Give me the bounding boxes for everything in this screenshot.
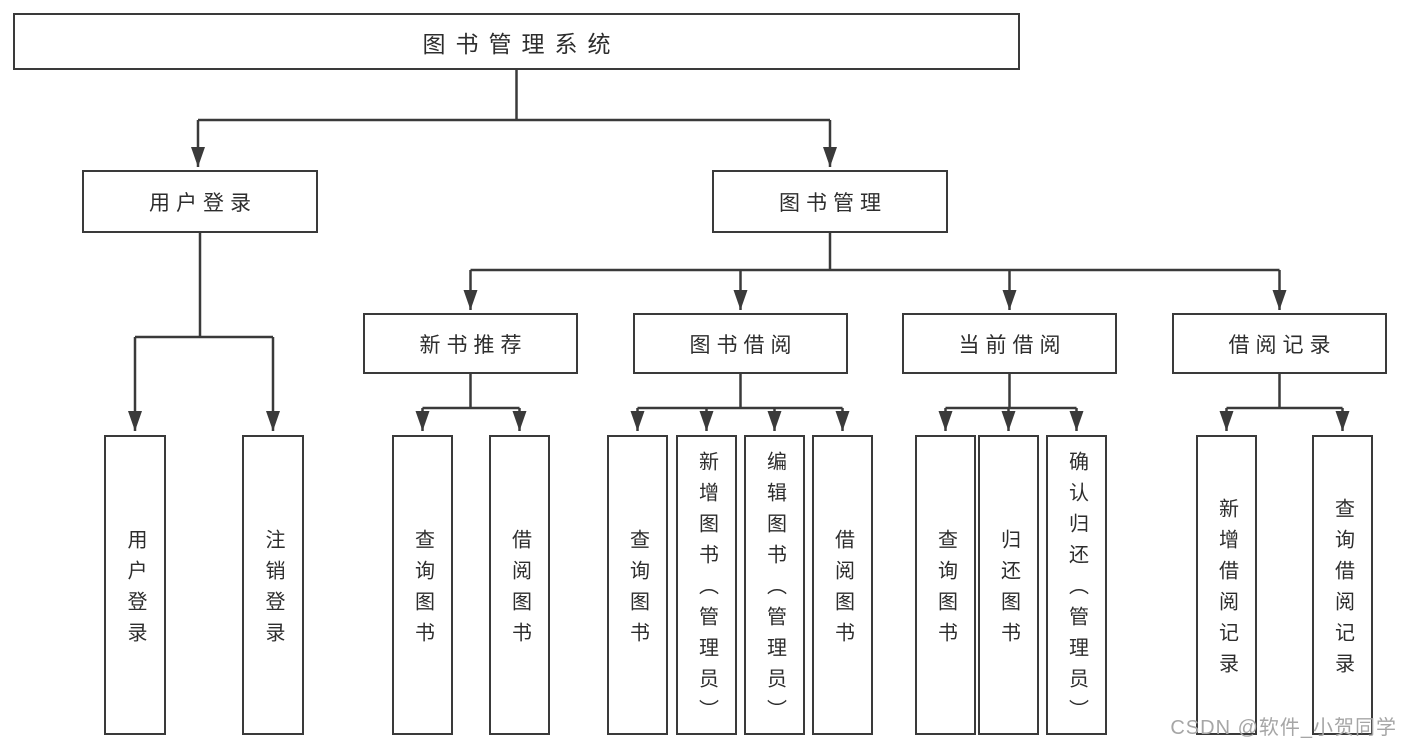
node-label: 新增图书（管理员）	[695, 451, 718, 730]
node-label: 图书管理系统	[422, 30, 621, 57]
node-label: 当前借阅	[958, 333, 1067, 357]
leaf-user-login: 用户登录	[104, 435, 166, 735]
csdn-watermark: CSDN @软件_小贺同学	[1170, 717, 1397, 739]
node-label: 查询图书	[934, 528, 957, 653]
leaf-confirm-return-admin: 确认归还（管理员）	[1046, 435, 1107, 735]
leaf-query-books-recommend: 查询图书	[392, 435, 453, 735]
node-borrowing-records: 借阅记录	[1172, 313, 1387, 374]
node-label: 用户登录	[149, 191, 257, 215]
node-label: 图书借阅	[689, 333, 798, 357]
node-label: 查询图书	[626, 528, 649, 653]
leaf-logout: 注销登录	[242, 435, 304, 735]
node-label: 用户登录	[124, 528, 146, 653]
node-label: 归还图书	[997, 528, 1020, 653]
node-root: 图书管理系统	[13, 13, 1020, 70]
leaf-add-book-admin: 新增图书（管理员）	[676, 435, 737, 735]
node-current-borrowing: 当前借阅	[902, 313, 1117, 374]
leaf-edit-book-admin: 编辑图书（管理员）	[744, 435, 805, 735]
node-label: 新增借阅记录	[1215, 497, 1238, 684]
leaf-query-borrow-record: 查询借阅记录	[1312, 435, 1373, 735]
node-label: 新书推荐	[419, 333, 528, 357]
leaf-query-books-current: 查询图书	[915, 435, 976, 735]
node-label: 借阅图书	[831, 528, 854, 653]
node-label: 图书管理	[779, 191, 887, 215]
node-label: 借阅记录	[1228, 333, 1337, 357]
leaf-borrow-books: 借阅图书	[812, 435, 873, 735]
leaf-add-borrow-record: 新增借阅记录	[1196, 435, 1257, 735]
node-user-login: 用户登录	[82, 170, 318, 233]
leaf-borrow-books-recommend: 借阅图书	[489, 435, 550, 735]
node-label: 编辑图书（管理员）	[763, 451, 786, 730]
node-label: 确认归还（管理员）	[1065, 451, 1088, 730]
leaf-query-books-borrowing: 查询图书	[607, 435, 668, 735]
node-label: 查询借阅记录	[1331, 497, 1354, 684]
node-new-book-recommend: 新书推荐	[363, 313, 578, 374]
node-book-management: 图书管理	[712, 170, 948, 233]
node-label: 注销登录	[262, 528, 284, 653]
node-label: 查询图书	[411, 528, 434, 653]
node-label: 借阅图书	[508, 528, 531, 653]
leaf-return-book: 归还图书	[978, 435, 1039, 735]
node-book-borrowing: 图书借阅	[633, 313, 848, 374]
